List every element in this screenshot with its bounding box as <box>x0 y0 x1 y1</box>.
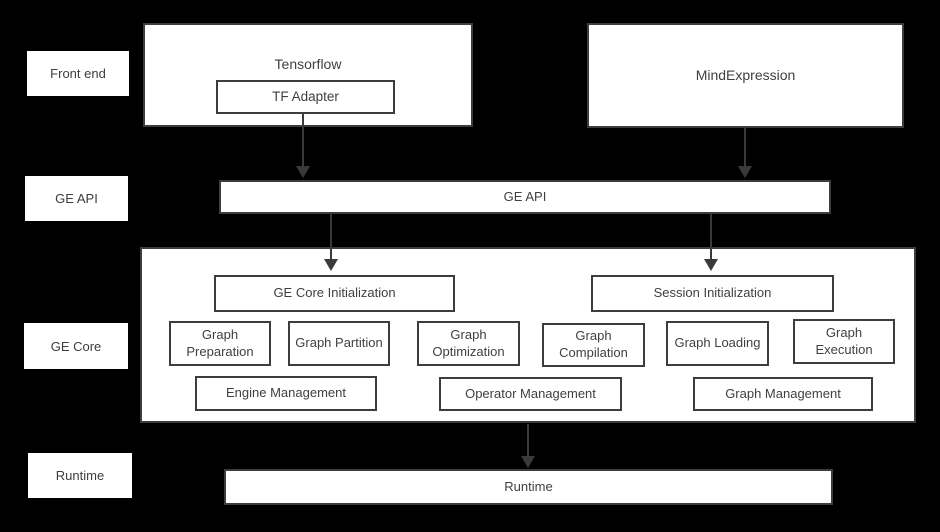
node-label: Operator Management <box>465 385 596 401</box>
arrow-ge-api-to-session-initialization <box>704 214 718 271</box>
layer-label-ge-core: GE Core <box>24 323 128 369</box>
node-ge-api-label: GE API <box>503 188 547 204</box>
node-graph-execution: Graph Execution <box>793 319 895 364</box>
node-graph-loading: Graph Loading <box>666 321 769 366</box>
node-tf-adapter-label: TF Adapter <box>272 89 339 105</box>
layer-label-text: Runtime <box>55 468 105 483</box>
node-session-initialization: Session Initialization <box>591 275 834 312</box>
node-graph-partition: Graph Partition <box>288 321 390 366</box>
node-tensorflow-label: Tensorflow <box>274 56 342 72</box>
node-ge-core-container: GE Core Initialization Session Initializ… <box>140 247 916 423</box>
node-graph-preparation: Graph Preparation <box>169 321 271 366</box>
node-label: Graph Optimization <box>432 326 505 359</box>
node-graph-optimization: Graph Optimization <box>417 321 520 366</box>
layer-label-ge-api: GE API <box>25 176 128 221</box>
layer-label-text: GE API <box>55 191 98 206</box>
node-tensorflow: Tensorflow TF Adapter <box>143 23 473 127</box>
node-label: Graph Management <box>725 385 841 401</box>
arrow-ge-api-to-ge-core-initialization <box>324 214 338 271</box>
node-runtime-label: Runtime <box>504 478 553 494</box>
node-label: Graph Preparation <box>186 326 254 359</box>
arrow-mindexpression-to-ge-api <box>738 128 752 178</box>
arrow-ge-core-to-runtime <box>521 424 535 468</box>
layer-label-runtime: Runtime <box>28 453 132 498</box>
node-ge-core-initialization: GE Core Initialization <box>214 275 455 312</box>
node-label: Graph Execution <box>815 324 873 357</box>
layer-label-front-end: Front end <box>27 51 129 96</box>
node-label: GE Core Initialization <box>273 285 396 301</box>
node-runtime: Runtime <box>224 469 833 505</box>
node-mindexpression-label: MindExpression <box>695 67 796 84</box>
node-label: Graph Loading <box>674 335 761 351</box>
node-label: Graph Partition <box>295 335 383 351</box>
node-label: Graph Compilation <box>559 328 628 360</box>
node-ge-api: GE API <box>219 180 831 214</box>
node-label: Session Initialization <box>653 285 772 301</box>
layer-label-text: GE Core <box>50 338 102 354</box>
node-operator-management: Operator Management <box>439 377 622 411</box>
node-mindexpression: MindExpression <box>587 23 904 128</box>
arrow-tf-adapter-to-ge-api <box>296 114 310 178</box>
node-graph-compilation: Graph Compilation <box>542 323 645 367</box>
node-engine-management: Engine Management <box>195 376 377 411</box>
node-graph-management: Graph Management <box>693 377 873 411</box>
node-tf-adapter: TF Adapter <box>216 80 395 114</box>
layer-label-text: Front end <box>50 66 106 81</box>
node-label: Engine Management <box>226 385 346 401</box>
